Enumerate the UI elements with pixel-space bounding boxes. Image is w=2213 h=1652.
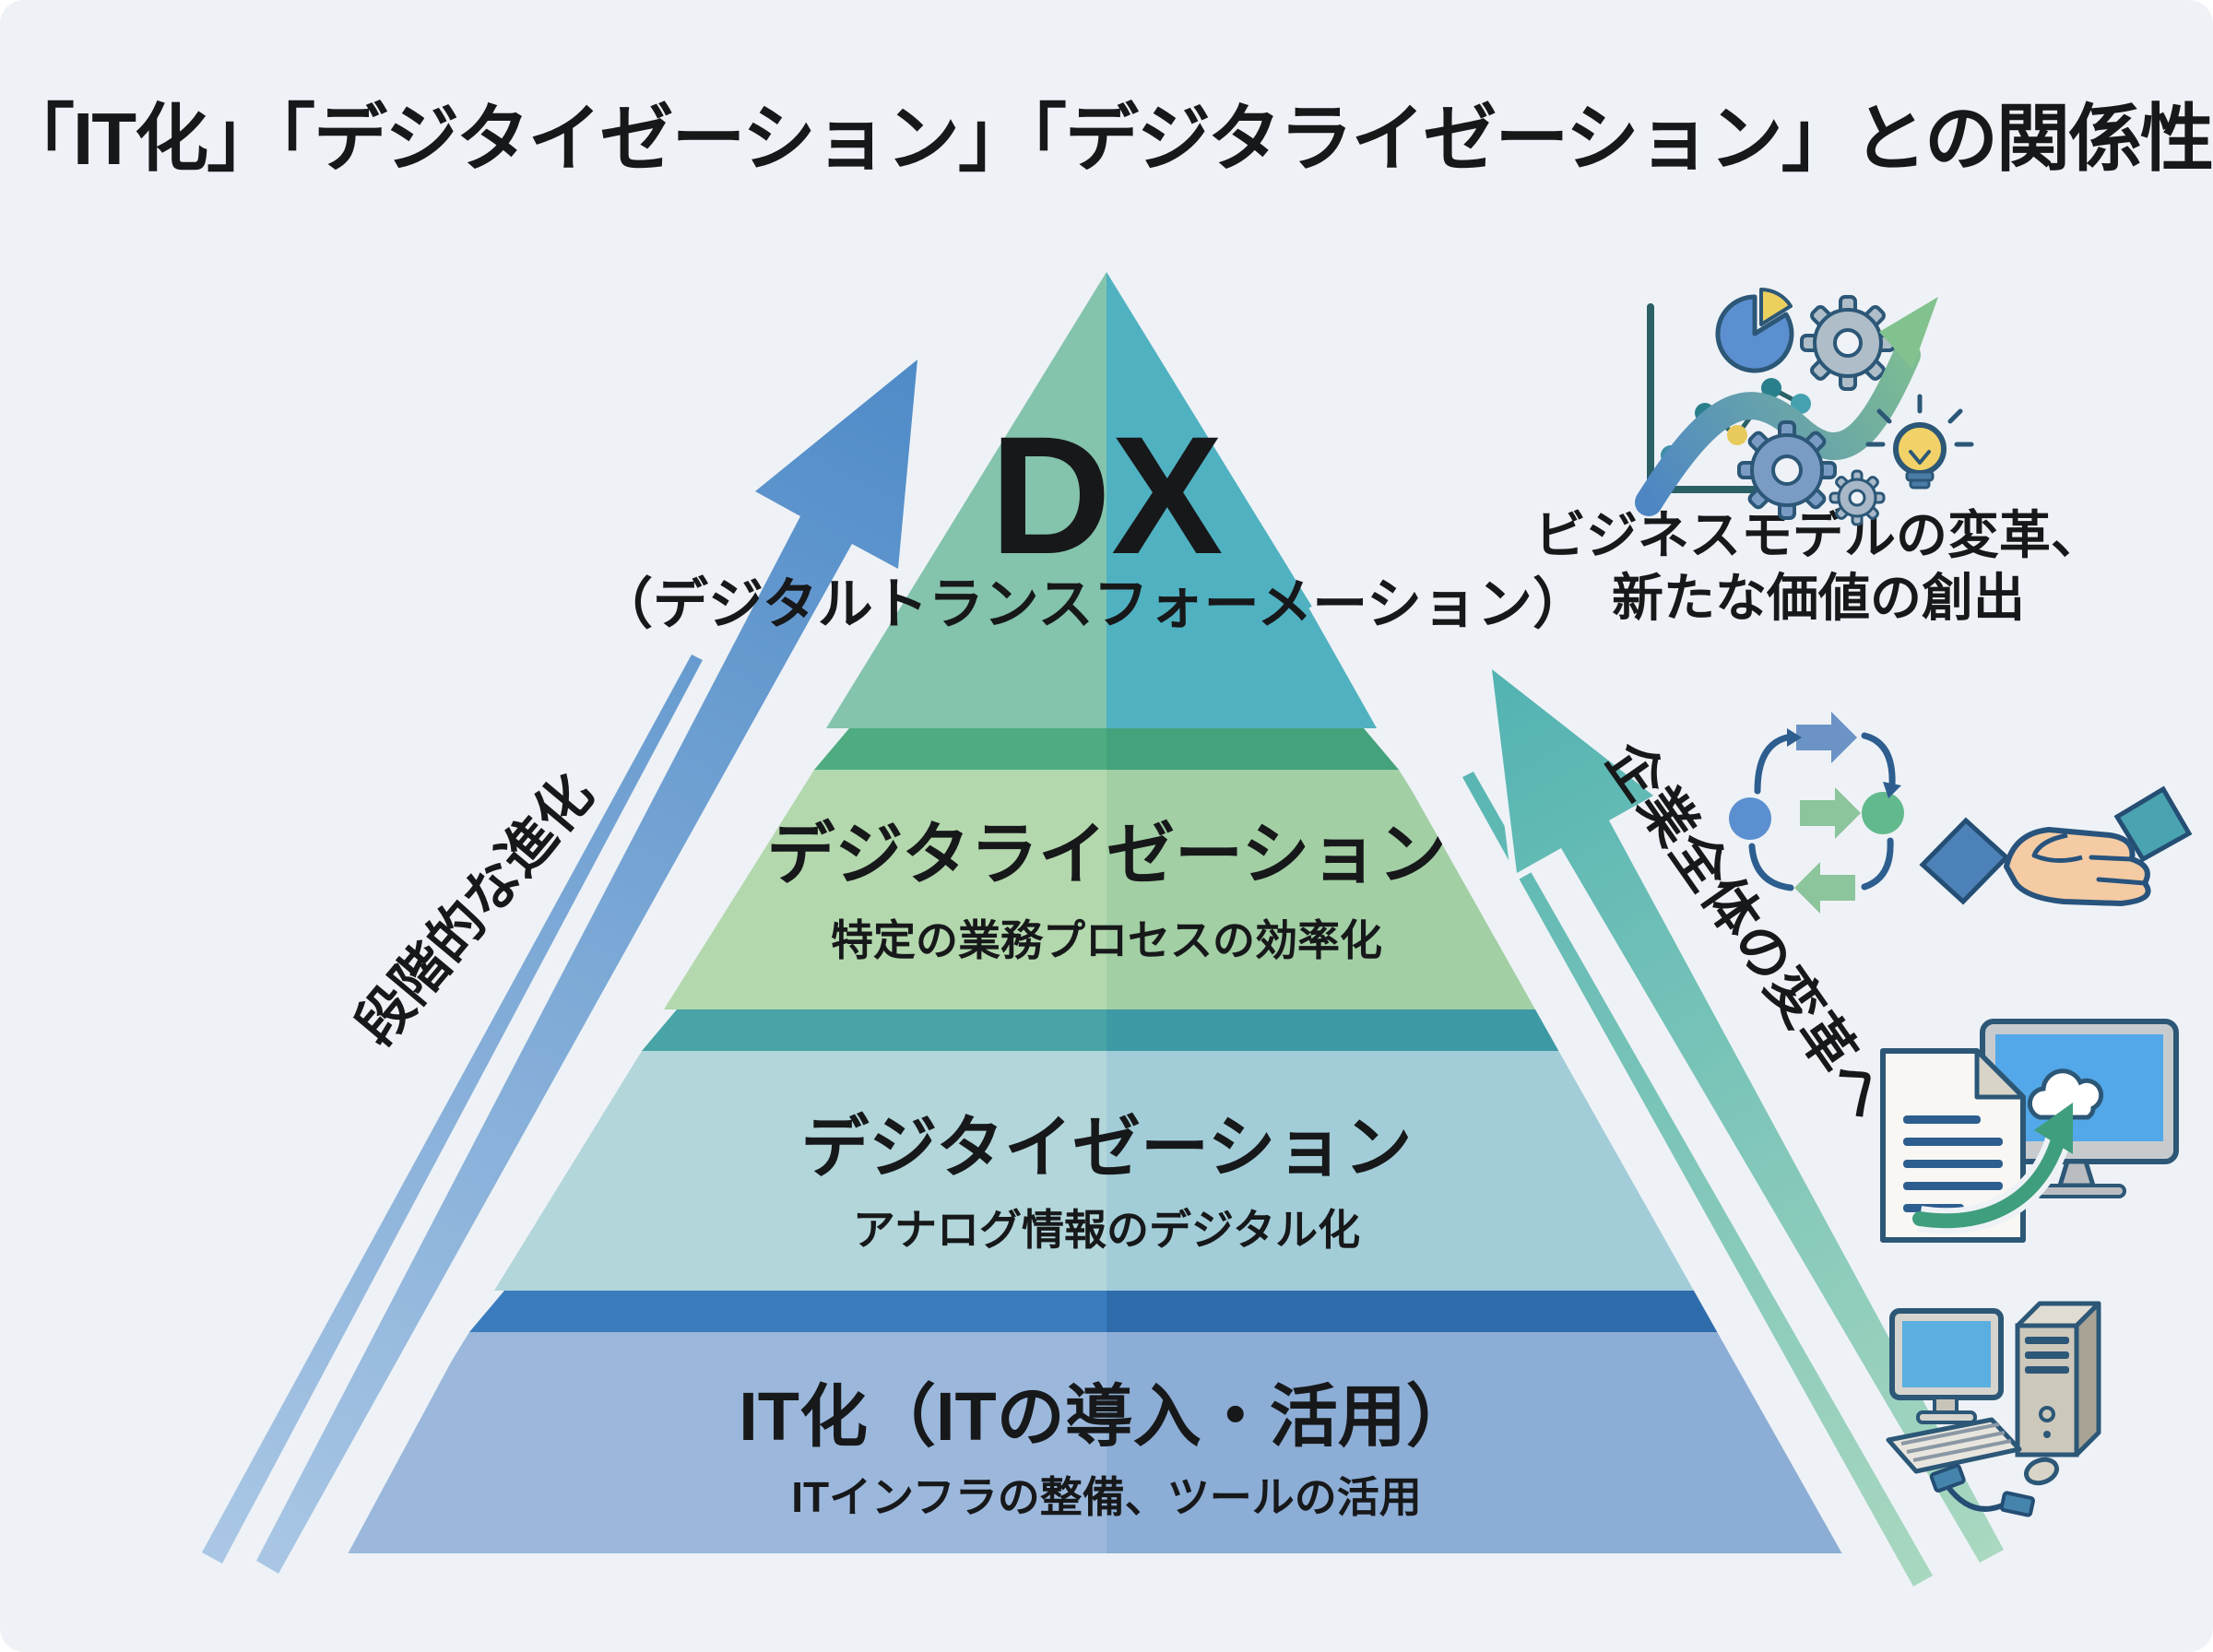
page-title: 「IT化」「デジタイゼーション」「デジタライゼーション」との関係性	[1, 98, 2212, 180]
gear-small-icon	[1828, 469, 1886, 526]
trend-arrow-head-icon	[1879, 297, 1938, 369]
dx-callout-line1: ビジネスモデルの変革、	[1534, 506, 2102, 564]
computer-icon	[1886, 1301, 2101, 1517]
layer-it-sublabel: ITインフラの整備、ツールの活用	[791, 1473, 1422, 1521]
gear-blue-icon	[1737, 420, 1837, 520]
layer-digitalization-label: デジタライゼーション	[766, 816, 1446, 892]
up-arrow-left	[195, 353, 924, 1580]
up-arrow-right	[1456, 663, 2010, 1593]
growth-chart-icon	[1635, 288, 1974, 526]
cloud-monitor-icon	[1980, 1019, 2179, 1198]
pyramid-layer-it	[333, 1291, 1880, 1553]
usb-cable-icon	[1929, 1463, 2035, 1517]
digitize-arrow-head	[2034, 1103, 2073, 1154]
document-to-digital-icon	[1880, 1019, 2179, 1243]
gear-icon	[1800, 295, 1896, 391]
pyramid-layer-digitization	[494, 1009, 1719, 1291]
layer-digitization-label: デジタイゼーション	[800, 1109, 1412, 1186]
pyramid	[333, 272, 1880, 1553]
mouse-icon	[2024, 1457, 2059, 1486]
dx-label: DX	[990, 401, 1224, 589]
handshake-icon	[1919, 785, 2193, 906]
up-arrow-left-stripe	[195, 648, 709, 1570]
pc-tower-icon	[2015, 1301, 2101, 1457]
pyramid-layer-digitalization	[664, 728, 1549, 1009]
layer-digitization-sublabel: アナログ情報のデジタル化	[853, 1206, 1360, 1254]
trend-arrow-icon	[1635, 341, 1921, 516]
dx-sublabel: （デジタルトランスフォーメーション）	[598, 573, 1588, 635]
digitize-arrow-icon	[1912, 1127, 2067, 1229]
layer-it-label: IT化（ITの導入・活用）	[739, 1378, 1474, 1455]
pc-monitor-icon	[1889, 1308, 2004, 1424]
dx-callout-line2: 新たな価値の創出	[1612, 569, 2025, 627]
layer-digitalization-sublabel: 特定の業務プロセスの効率化	[831, 916, 1382, 964]
process-cycle-icon	[1729, 712, 1904, 914]
pie-chart-icon	[1715, 288, 1794, 373]
lightbulb-icon	[1865, 394, 1974, 490]
up-arrow-right-stripe	[1456, 765, 1939, 1593]
keyboard-icon	[1886, 1417, 2022, 1474]
